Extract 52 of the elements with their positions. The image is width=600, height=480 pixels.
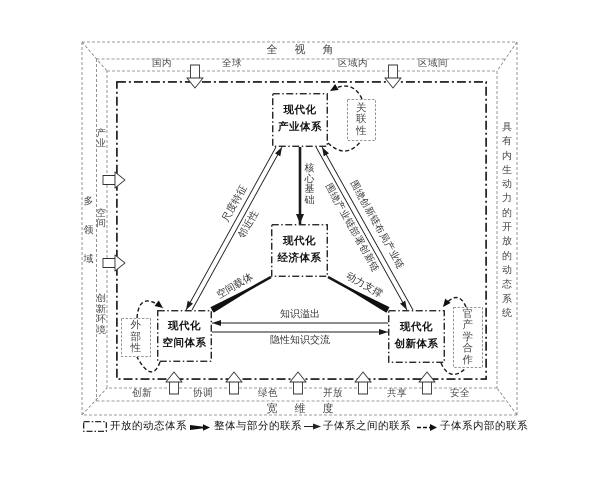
- legend-label: 开放的动态体系: [110, 420, 187, 434]
- block-arrow: [290, 372, 306, 394]
- frame-label: 全球: [222, 60, 242, 70]
- frame-label: 多领域: [83, 194, 94, 266]
- frame-label: 绿色: [258, 390, 278, 400]
- frame-label: 安全: [450, 390, 470, 400]
- frame-label: 全视角: [266, 44, 334, 56]
- block-arrow: [102, 254, 126, 272]
- frame-label: 产业: [96, 128, 107, 150]
- frame-label: 国内: [152, 60, 172, 70]
- dashed-box: 外部性: [121, 318, 151, 357]
- legend-label: 子体系内部的联系: [440, 420, 528, 434]
- dashed-curve: [328, 140, 362, 152]
- frame-label: 协调: [193, 390, 213, 400]
- legend-label: 子体系之间的联系: [323, 420, 411, 434]
- wedge-arrow: [210, 276, 272, 313]
- frame-label: 区域内: [338, 60, 368, 70]
- edge-label: 空间载体: [215, 271, 256, 302]
- frame-label: 具有内生动力的开放的动态系统: [502, 121, 512, 321]
- block-arrow: [102, 172, 126, 188]
- wedge-arrow: [327, 276, 390, 313]
- arrow: [296, 147, 304, 224]
- system-box: 现代化创新体系: [388, 310, 445, 363]
- block-arrow: [226, 372, 242, 394]
- dashed-arrow: [442, 296, 467, 308]
- system-box: 现代化产业体系: [272, 93, 328, 147]
- frame-label: 共享: [387, 390, 407, 400]
- edge-label: 隐性知识交流: [270, 335, 330, 346]
- dashed-curve: [136, 356, 161, 373]
- frame-label: 创新环境: [96, 294, 107, 336]
- block-arrow: [384, 64, 402, 88]
- arrow: [212, 320, 388, 326]
- block-arrow: [354, 372, 372, 394]
- frame-label: 创新: [132, 390, 152, 400]
- dashed-box: 官产学合作: [453, 307, 483, 368]
- dashed-box: 关联性: [347, 99, 376, 141]
- arrow: [212, 329, 388, 335]
- edge-label: 核心基础: [304, 164, 315, 206]
- dashed-curve: [440, 362, 466, 376]
- dashed-arrow: [136, 300, 164, 318]
- dashed-arrow: [330, 84, 363, 100]
- frame-label: 宽维度: [266, 404, 334, 416]
- block-arrow: [418, 372, 436, 394]
- legend-label: 整体与部分的联系: [214, 420, 302, 434]
- frame-label: 空间: [96, 208, 107, 230]
- system-box: 现代化经济体系: [271, 224, 328, 277]
- system-box: 现代化空间体系: [157, 310, 212, 362]
- frame-label: 区域间: [418, 60, 448, 70]
- block-arrow: [166, 372, 182, 394]
- frame-label: 开放: [323, 390, 343, 400]
- block-arrow: [186, 64, 204, 88]
- edge-label: 知识溢出: [280, 309, 320, 320]
